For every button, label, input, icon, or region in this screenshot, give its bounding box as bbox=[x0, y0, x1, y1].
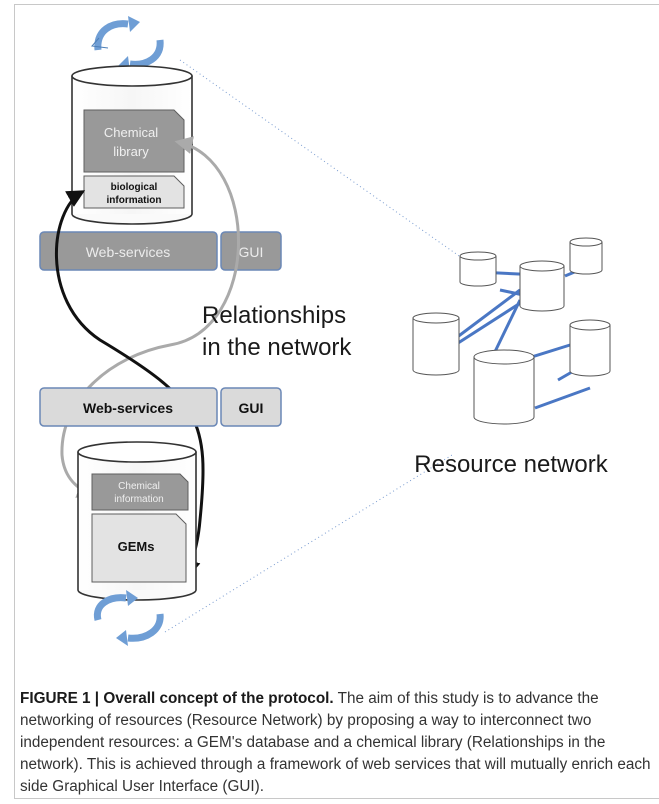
figure-title: Overall concept of the protocol. bbox=[103, 690, 334, 707]
network-node-1 bbox=[459, 251, 497, 287]
chemical-information-label: Chemical bbox=[118, 481, 160, 492]
top-refresh-cycle-icon bbox=[91, 16, 164, 72]
gems-label: GEMs bbox=[118, 539, 155, 554]
svg-text:library: library bbox=[113, 144, 149, 159]
figure-caption: FIGURE 1 | Overall concept of the protoc… bbox=[20, 688, 652, 798]
dotted-connector-bottom bbox=[164, 454, 453, 633]
caption-body: The aim of this study is to advance the … bbox=[20, 690, 651, 795]
gems-box: GEMs bbox=[91, 513, 187, 583]
bottom-web-services-label: Web-services bbox=[83, 400, 173, 416]
svg-text:information: information bbox=[107, 195, 162, 206]
bottom-gui-label: GUI bbox=[239, 400, 264, 416]
bottom-web-services-bar: Web-services bbox=[39, 387, 218, 427]
top-gui-label: GUI bbox=[239, 244, 264, 260]
biological-information-label: biological bbox=[111, 182, 158, 193]
network-node-6 bbox=[473, 349, 535, 425]
network-node-2 bbox=[519, 260, 565, 312]
chemical-information-box: Chemical information bbox=[91, 473, 189, 511]
top-web-services-bar: Web-services bbox=[39, 231, 218, 271]
concept-diagram: Chemical library biological information … bbox=[39, 16, 611, 646]
resource-network bbox=[412, 237, 611, 425]
dotted-connector-top bbox=[179, 59, 463, 259]
bottom-gui-box: GUI bbox=[220, 387, 282, 427]
relationship-arc-black bbox=[54, 190, 205, 579]
network-node-4 bbox=[412, 312, 460, 376]
figure-frame bbox=[14, 4, 659, 799]
chemical-library-box: Chemical library bbox=[83, 109, 185, 173]
figure-label: FIGURE 1 | bbox=[20, 690, 100, 707]
relationships-label-line1: Relationships bbox=[202, 302, 346, 329]
biological-information-box: biological information bbox=[83, 175, 185, 209]
svg-text:information: information bbox=[114, 494, 163, 505]
bottom-refresh-cycle-icon bbox=[93, 590, 164, 646]
chemical-library-label: Chemical bbox=[104, 125, 158, 140]
resource-network-label: Resource network bbox=[414, 451, 608, 478]
network-node-3 bbox=[569, 237, 603, 275]
top-web-services-label: Web-services bbox=[86, 244, 171, 260]
top-gui-box: GUI bbox=[220, 231, 282, 271]
relationships-label-line2: in the network bbox=[202, 334, 352, 361]
network-node-5 bbox=[569, 319, 611, 377]
